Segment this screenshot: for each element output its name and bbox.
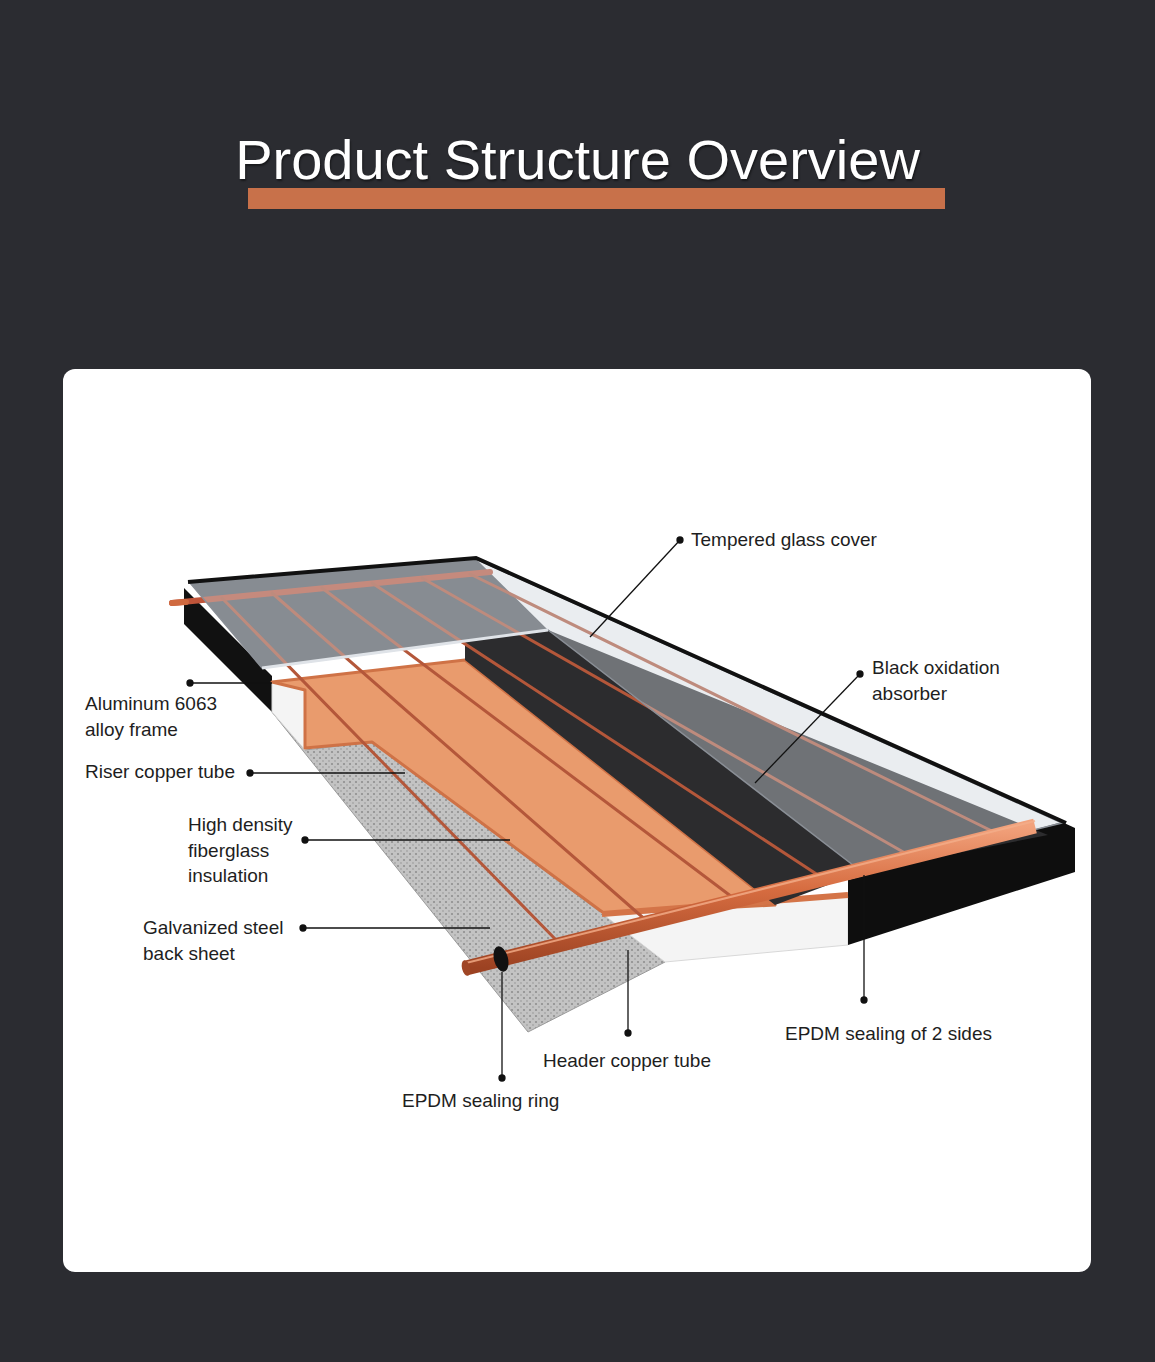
leader-dot bbox=[499, 1075, 505, 1081]
page-title: Product Structure Overview bbox=[235, 128, 920, 192]
header-end bbox=[460, 959, 472, 976]
front-header-highlight bbox=[466, 821, 1035, 963]
leader-line bbox=[501, 972, 502, 1078]
title-slot: Product Structure Overview bbox=[0, 128, 1155, 192]
leader-dot bbox=[625, 1030, 631, 1036]
part-label: EPDM sealing ring bbox=[402, 1088, 559, 1114]
leader-dot bbox=[857, 671, 863, 677]
part-label: Tempered glass cover bbox=[691, 527, 877, 553]
label-slot: High density fiberglass insulation bbox=[188, 812, 313, 889]
leader-line bbox=[590, 540, 680, 637]
glass-edge bbox=[262, 630, 548, 668]
part-label: Galvanized steel back sheet bbox=[143, 915, 313, 967]
part-label: EPDM sealing of 2 sides bbox=[785, 1021, 992, 1047]
leader-line bbox=[627, 950, 628, 1033]
front-header bbox=[466, 826, 1035, 968]
glass-cover bbox=[190, 559, 1062, 872]
leader-dot bbox=[861, 997, 867, 1003]
leader-line bbox=[303, 927, 490, 928]
label-slot: Riser copper tube bbox=[85, 759, 235, 785]
leader-line bbox=[755, 674, 860, 783]
label-slot: Header copper tube bbox=[543, 1048, 711, 1074]
leader-dot bbox=[247, 770, 253, 776]
leader-dot bbox=[302, 837, 308, 843]
label-slot: Galvanized steel back sheet bbox=[143, 915, 313, 967]
label-slot: Aluminum 6063 alloy frame bbox=[85, 691, 235, 743]
leader-line bbox=[305, 839, 510, 840]
insulation-left bbox=[272, 682, 305, 750]
white-panel bbox=[63, 369, 1091, 1272]
part-label: High density fiberglass insulation bbox=[188, 812, 313, 889]
label-slot: Tempered glass cover bbox=[691, 527, 877, 553]
leader-line bbox=[863, 875, 864, 1000]
label-slot: EPDM sealing ring bbox=[402, 1088, 559, 1114]
leaders bbox=[187, 537, 867, 1081]
back-header-end bbox=[172, 602, 186, 603]
leader-line bbox=[250, 772, 405, 773]
sealing-ring bbox=[491, 945, 511, 974]
part-label: Black oxidation absorber bbox=[872, 655, 1022, 707]
part-label: Header copper tube bbox=[543, 1048, 711, 1074]
leader-line bbox=[190, 682, 272, 683]
label-slot: EPDM sealing of 2 sides bbox=[785, 1021, 992, 1047]
leader-dot bbox=[300, 925, 306, 931]
part-label: Riser copper tube bbox=[85, 759, 235, 785]
leader-dot bbox=[677, 537, 683, 543]
leader-dot bbox=[187, 680, 193, 686]
title-underline bbox=[248, 188, 945, 209]
label-slot: Black oxidation absorber bbox=[872, 655, 1022, 707]
part-label: Aluminum 6063 alloy frame bbox=[85, 691, 235, 743]
